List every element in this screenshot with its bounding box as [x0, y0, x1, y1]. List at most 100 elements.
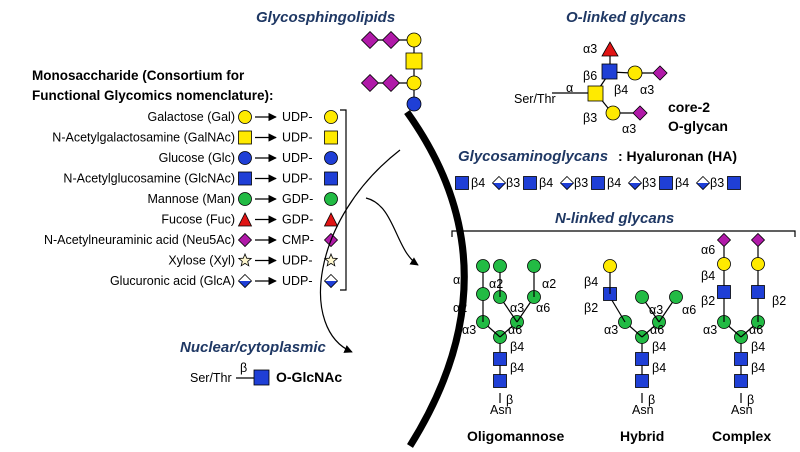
a3-label: α3 — [649, 303, 663, 317]
legend-item-nucleotide: GDP- — [282, 213, 313, 227]
neu5ac-icon — [381, 73, 401, 93]
ha-b4-label: β4 — [539, 176, 553, 190]
neu5ac-icon — [652, 65, 668, 81]
glcnac-icon — [659, 176, 673, 190]
neu5ac-icon — [716, 232, 732, 248]
neu5ac-icon — [381, 30, 401, 50]
legend-item-nucleotide: CMP- — [282, 233, 314, 247]
legend-item-name: Fucose (Fuc) — [161, 213, 235, 227]
legend-item-nucleotide: UDP- — [282, 254, 313, 268]
glucose-icon — [324, 151, 338, 165]
glcnac-icon — [523, 176, 537, 190]
mannose-icon — [238, 192, 252, 206]
b4-label: β4 — [510, 361, 524, 375]
ha-b4-label: β4 — [471, 176, 485, 190]
mannose-icon — [527, 259, 541, 273]
legend-item: N-Acetylgalactosamine (GalNAc)UDP- — [52, 130, 338, 145]
glcnac-icon — [635, 374, 649, 388]
legend-item-nucleotide: UDP- — [282, 110, 313, 124]
b4-label: β4 — [584, 275, 598, 289]
glca-icon — [323, 273, 339, 289]
glcnac-icon — [238, 171, 252, 186]
glcnac-icon — [324, 171, 338, 186]
a3-bottom-label: α3 — [622, 122, 636, 136]
mannose-icon — [476, 259, 490, 273]
neu5ac-icon — [750, 232, 766, 248]
galactose-icon — [751, 257, 765, 271]
glcnac-icon — [635, 352, 649, 366]
a6-label: α6 — [682, 303, 696, 317]
galnac-icon — [405, 52, 423, 70]
glcnac-icon — [751, 285, 765, 299]
galnac-icon — [324, 130, 338, 145]
core2-label: core-2 — [668, 99, 710, 115]
glcnac-icon — [455, 176, 469, 190]
legend-item-nucleotide: UDP- — [282, 151, 313, 165]
a6-label: α6 — [536, 301, 550, 315]
header-glycosaminoglycans: Glycosaminoglycans — [458, 148, 608, 165]
xylose-icon — [323, 252, 339, 267]
header-glycosphingolipids: Glycosphingolipids — [256, 9, 395, 26]
galactose-icon — [406, 75, 422, 91]
neu5ac-icon — [632, 105, 648, 121]
alpha-label: α — [566, 81, 573, 95]
a2-label: α2 — [453, 301, 467, 315]
oglcnac-label: O-GlcNAc — [276, 369, 342, 385]
a3-label: α3 — [604, 323, 618, 337]
b4-label: β4 — [652, 340, 666, 354]
legend-item-name: Mannose (Man) — [147, 192, 235, 206]
a3-top-label: α3 — [583, 42, 597, 56]
legend-item: Galactose (Gal)UDP- — [147, 110, 338, 124]
arrow-to-nuclear — [319, 149, 401, 353]
a3-label: α3 — [703, 323, 717, 337]
legend-item-name: N-Acetylglucosamine (GlcNAc) — [63, 172, 235, 186]
glcnac-icon — [493, 374, 507, 388]
mannose-icon — [476, 287, 490, 301]
glca-icon — [491, 175, 507, 191]
legend-item: Glucose (Glc)UDP- — [159, 151, 338, 165]
glucose-icon — [238, 151, 252, 165]
b4-label: β4 — [751, 340, 765, 354]
glca-icon — [559, 175, 575, 191]
a3-label: α3 — [462, 323, 476, 337]
complex-label: Complex — [712, 428, 771, 444]
a6-label: α6 — [701, 243, 715, 257]
oglycan-label: O-glycan — [668, 118, 728, 134]
legend-item-name: Glucuronic acid (GlcA) — [110, 274, 235, 288]
legend-item: Glucuronic acid (GlcA)UDP- — [110, 273, 339, 289]
ser-thr-label: Ser/Thr — [514, 92, 556, 106]
beta-label: β — [747, 393, 754, 407]
b4-label: β4 — [652, 361, 666, 375]
galactose-icon — [603, 259, 617, 273]
asn-label: Asn — [731, 403, 753, 417]
glcnac-icon — [717, 285, 731, 299]
galactose-icon — [238, 110, 252, 124]
legend-item: N-Acetylneuraminic acid (Neu5Ac)CMP- — [44, 232, 339, 248]
legend-bracket — [340, 109, 347, 291]
ha-b3-label: β3 — [642, 176, 656, 190]
neu5ac-icon — [360, 73, 380, 93]
glucose-icon — [406, 96, 422, 112]
header-nlinked: N-linked glycans — [555, 210, 674, 227]
header-nuclear: Nuclear/cytoplasmic — [180, 339, 327, 356]
legend-item-nucleotide: GDP- — [282, 192, 313, 206]
fucose-icon — [323, 212, 339, 227]
a3-label: α3 — [510, 301, 524, 315]
a2-label: α2 — [453, 273, 467, 287]
fucose-icon — [237, 212, 253, 227]
nuclear-beta-label: β — [240, 361, 247, 375]
b6-label: β6 — [583, 69, 597, 83]
a2-label: α2 — [542, 277, 556, 291]
glca-icon — [695, 175, 711, 191]
mannose-icon — [324, 192, 338, 206]
a3-right-label: α3 — [640, 83, 654, 97]
asn-label: Asn — [490, 403, 512, 417]
b2-label: β2 — [584, 301, 598, 315]
oligomannose-label: Oligomannose — [467, 428, 564, 444]
legend-title-line1: Monosaccharide (Consortium for — [32, 68, 245, 83]
mannose-icon — [669, 290, 683, 304]
galactose-icon — [717, 257, 731, 271]
